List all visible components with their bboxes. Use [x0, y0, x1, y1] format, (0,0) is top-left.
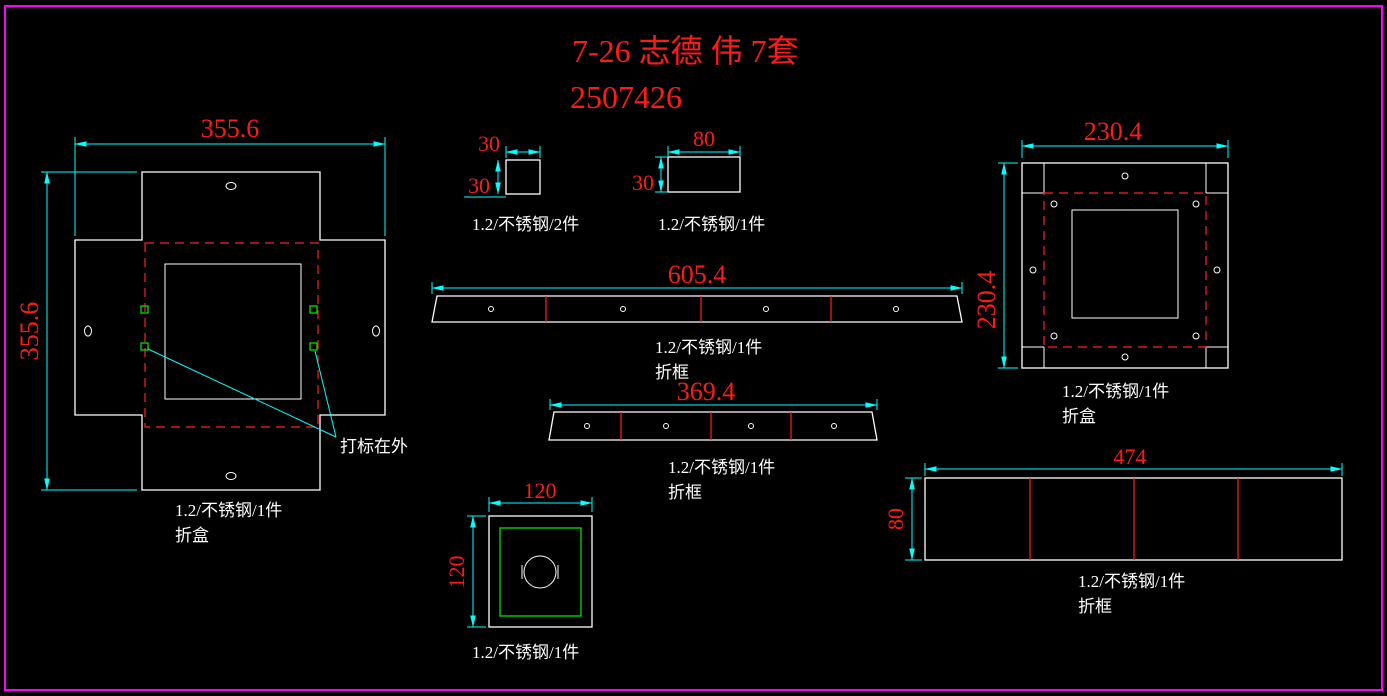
- process-label: 折框: [655, 363, 689, 382]
- square-120: 120 120 1.2/不锈钢/1件: [444, 478, 593, 662]
- square-120-inner: [499, 527, 582, 617]
- fold-box-left-width-dim: 355.6: [74, 114, 386, 236]
- material-label: 1.2/不锈钢/1件: [175, 501, 282, 520]
- fold-box-left: 打标在外 355.6 355.6 1.2/不锈钢/1件 折盒: [15, 114, 408, 545]
- dim-text: 80: [883, 508, 908, 530]
- strip-605-fold-marks: [545, 296, 832, 322]
- fold-box-right: 230.4 230.4 1.2/不锈钢/1件 折盒: [972, 117, 1229, 426]
- rect-80x30: 80 30 1.2/不锈钢/1件: [632, 126, 765, 234]
- strip-369-width-dim: 369.4: [549, 377, 878, 410]
- dim-text: 120: [524, 478, 557, 503]
- note-leader-lines: [147, 348, 337, 438]
- drawing-border: [4, 5, 1383, 691]
- square-30-width-dim: 30: [478, 131, 541, 158]
- fold-box-right-cutout: [1071, 209, 1179, 319]
- dim-text: 355.6: [201, 114, 260, 143]
- dim-text: 355.6: [15, 302, 44, 361]
- material-label: 1.2/不锈钢/1件: [655, 338, 762, 357]
- dim-text: 30: [632, 170, 654, 195]
- mark-outside-note: 打标在外: [340, 437, 408, 456]
- rect-80x30-height-dim: 30: [632, 156, 668, 195]
- drawing-title: 7-26 志德 伟 7套: [572, 33, 799, 69]
- fold-box-left-cutout: [164, 263, 302, 400]
- strip-474: 474 80 1.2/不锈钢/1件 折框: [883, 444, 1343, 616]
- fold-box-left-height-dim: 355.6: [15, 171, 137, 491]
- fold-box-left-fold-lines: [144, 242, 319, 428]
- strip-369-fold-marks: [620, 412, 792, 440]
- strip-605-holes: [488, 306, 899, 312]
- fold-box-left-outline: [74, 171, 386, 491]
- strip-369: 369.4 1.2/不锈钢/1件 折框: [548, 377, 878, 502]
- rect-80x30-width-dim: 80: [667, 126, 741, 156]
- fold-box-left-holes: [84, 182, 380, 480]
- material-label: 1.2/不锈钢/1件: [1078, 572, 1185, 591]
- dim-text: 474: [1114, 444, 1147, 469]
- dim-text: 230.4: [972, 271, 1001, 330]
- fold-box-right-holes: [1029, 172, 1221, 361]
- material-label: 1.2/不锈钢/1件: [668, 458, 775, 477]
- process-label: 折框: [1078, 597, 1112, 616]
- material-label: 1.2/不锈钢/1件: [658, 215, 765, 234]
- dim-text: 605.4: [668, 260, 727, 289]
- strip-369-outline: [548, 411, 878, 441]
- fold-box-right-fold-lines: [1043, 192, 1207, 348]
- rect-80x30-outline: [667, 156, 741, 193]
- strip-605-outline: [431, 295, 963, 323]
- square-120-outline: [488, 515, 593, 628]
- square-120-height-dim: 120: [444, 515, 486, 628]
- fold-box-right-width-dim: 230.4: [1021, 117, 1229, 158]
- square-30-height-dim: 30: [464, 159, 506, 198]
- strip-605: 605.4 1.2/不锈钢/1件 折框: [431, 260, 963, 382]
- fold-box-left-marks: [140, 305, 318, 351]
- square-120-center-hole: [523, 555, 557, 589]
- fold-box-right-corner-cuts: [1022, 163, 1228, 368]
- strip-474-width-dim: 474: [924, 444, 1343, 476]
- process-label: 折框: [668, 483, 702, 502]
- dim-text: 369.4: [677, 377, 736, 406]
- square-30-outline: [505, 159, 541, 195]
- process-label: 折盒: [1062, 407, 1096, 426]
- fold-box-right-outline: [1021, 162, 1229, 369]
- strip-605-width-dim: 605.4: [431, 260, 963, 294]
- material-label: 1.2/不锈钢/1件: [472, 643, 579, 662]
- dim-text: 30: [468, 173, 490, 198]
- strip-369-holes: [584, 423, 837, 429]
- strip-474-height-dim: 80: [883, 477, 922, 561]
- material-label: 1.2/不锈钢/2件: [472, 215, 579, 234]
- process-label: 折盒: [175, 526, 209, 545]
- strip-474-fold-marks: [1029, 478, 1239, 560]
- dim-text: 80: [693, 126, 715, 151]
- fold-box-right-height-dim: 230.4: [972, 162, 1018, 369]
- square-120-width-dim: 120: [488, 478, 593, 512]
- dim-text: 230.4: [1084, 117, 1143, 146]
- square-120-keyways: [521, 565, 559, 579]
- dim-text: 30: [478, 131, 500, 156]
- drawing-number: 2507426: [570, 79, 682, 115]
- material-label: 1.2/不锈钢/1件: [1062, 382, 1169, 401]
- square-30: 30 30 1.2/不锈钢/2件: [464, 131, 579, 234]
- dim-text: 120: [444, 556, 469, 589]
